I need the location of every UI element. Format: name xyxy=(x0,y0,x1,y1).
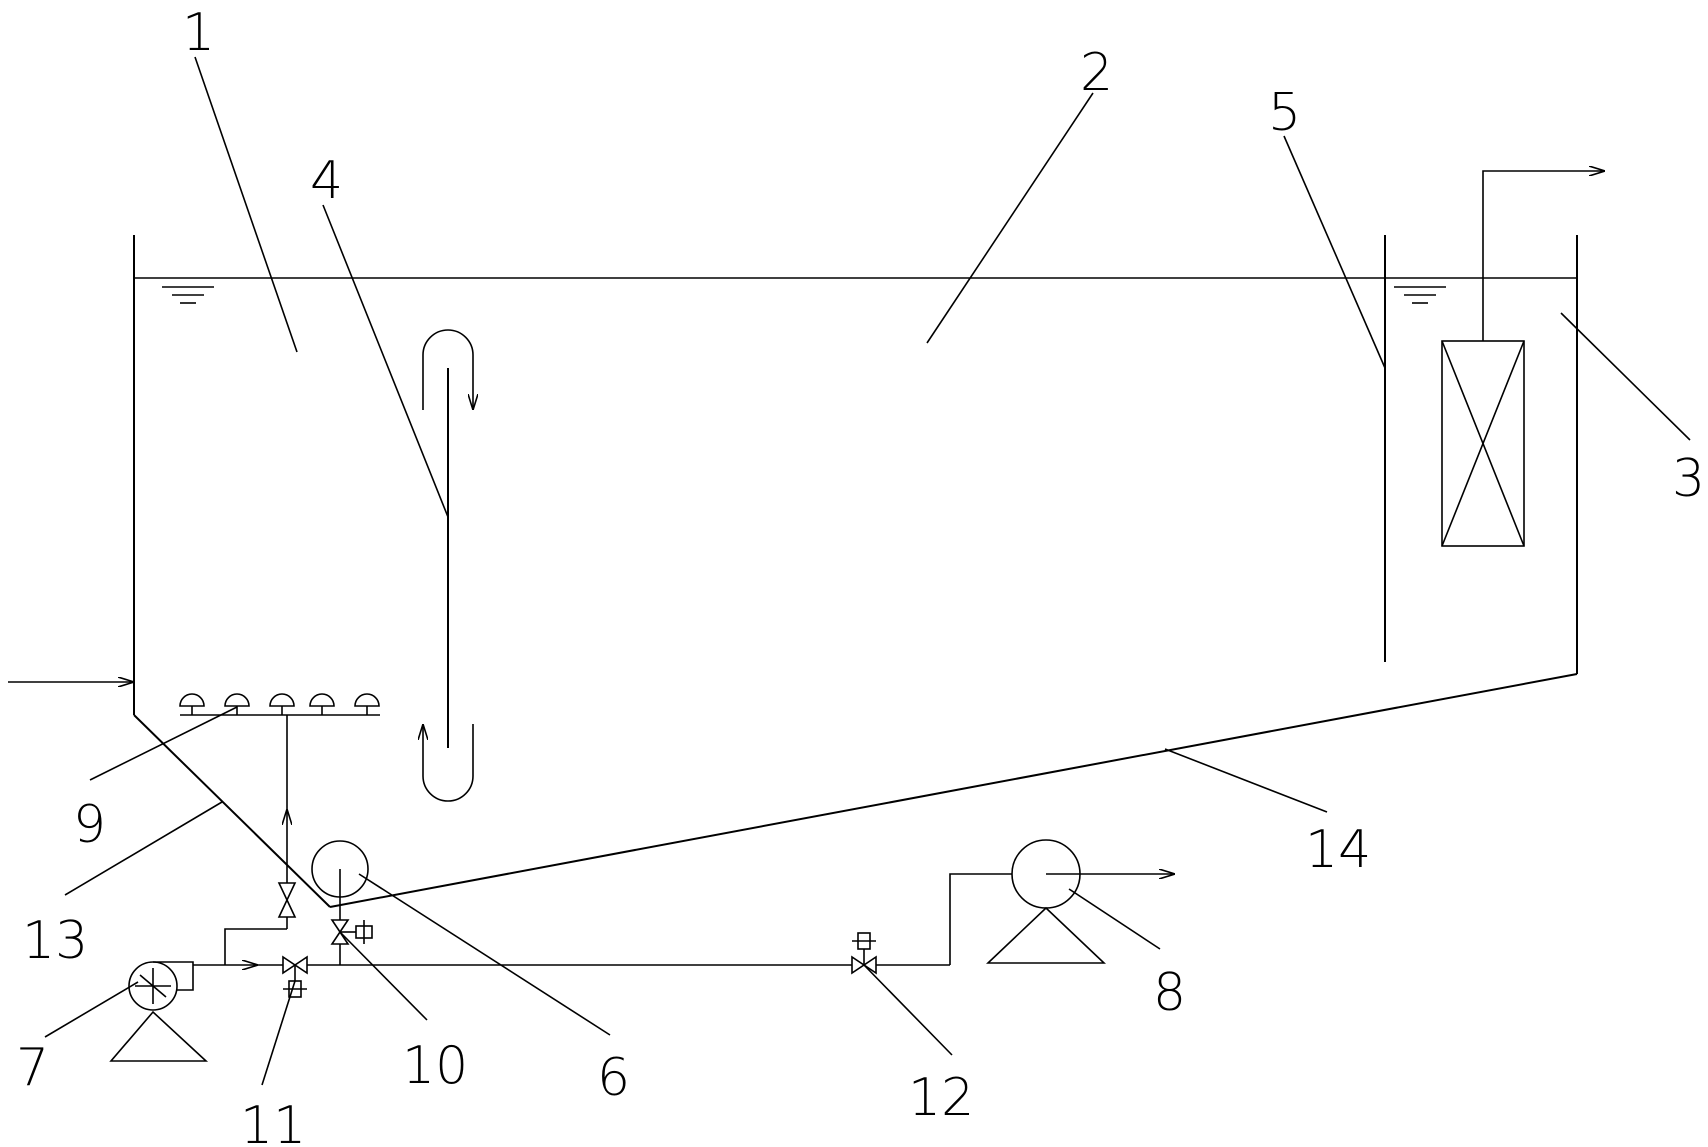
aerator-array xyxy=(179,693,380,716)
pump-icon xyxy=(985,839,1175,964)
label-5: 5 xyxy=(1268,83,1301,143)
label-13: 13 xyxy=(22,911,88,971)
label-3: 3 xyxy=(1672,449,1705,509)
blower-icon xyxy=(109,961,209,1062)
label-10: 10 xyxy=(402,1036,468,1096)
label-12: 12 xyxy=(908,1068,974,1128)
label-2: 2 xyxy=(1080,43,1113,103)
label-9: 9 xyxy=(73,795,106,855)
membrane-module xyxy=(1441,340,1525,547)
label-6: 6 xyxy=(597,1048,630,1108)
leader-lines xyxy=(44,56,1691,1086)
tank-outline xyxy=(133,235,1578,908)
label-14: 14 xyxy=(1305,820,1371,880)
solenoid-valve-icon xyxy=(282,955,308,998)
air-riser-pipe xyxy=(224,715,287,965)
callout-labels: 1 2 3 4 5 6 7 8 9 10 11 12 13 14 xyxy=(16,3,1705,1147)
label-4: 4 xyxy=(310,151,343,211)
label-11: 11 xyxy=(240,1096,306,1147)
water-surface xyxy=(134,277,1577,304)
drain-valve-icon xyxy=(330,919,373,945)
main-pipe xyxy=(193,873,1012,965)
outlet-valve-icon xyxy=(851,932,877,975)
riser-valve-icon xyxy=(277,882,297,918)
sludge-drain-icon xyxy=(311,840,369,965)
label-7: 7 xyxy=(16,1038,49,1098)
label-8: 8 xyxy=(1153,963,1186,1023)
circulation-flow-bottom xyxy=(423,724,474,802)
circulation-flow-top xyxy=(422,329,473,410)
label-1: 1 xyxy=(182,3,215,63)
permeate-outlet-pipe xyxy=(1482,171,1605,341)
